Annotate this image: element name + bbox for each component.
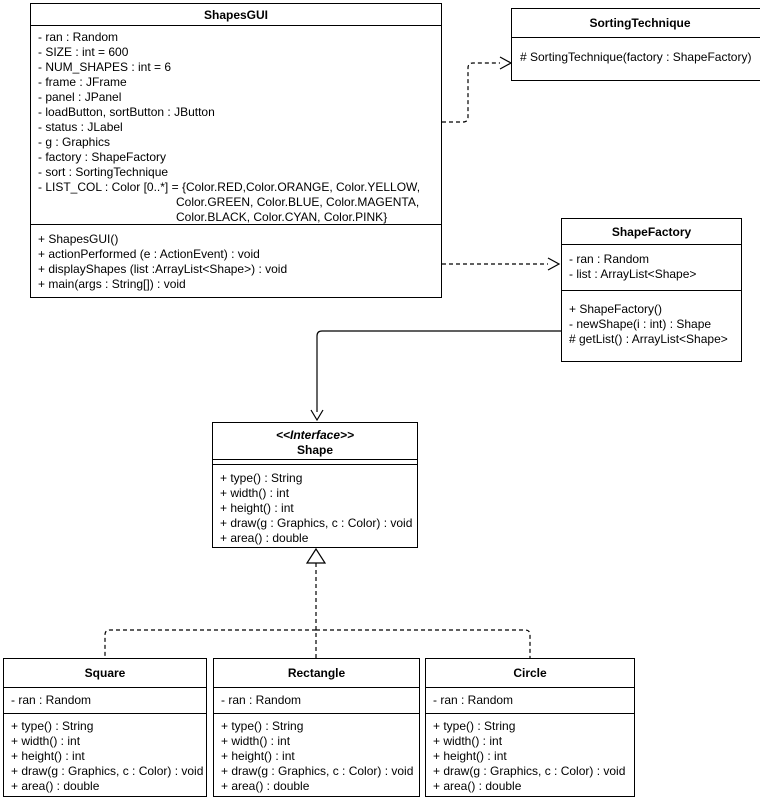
member-line: - SIZE : int = 600 bbox=[38, 45, 129, 59]
member-line: - ran : Random bbox=[38, 30, 119, 44]
member-line: - factory : ShapeFactory bbox=[38, 150, 167, 164]
methods-compartment: + ShapeFactory()- newShape(i : int) : Sh… bbox=[562, 291, 741, 347]
member-line: + draw(g : Graphics, c : Color) : void bbox=[11, 764, 204, 778]
member-line: - LIST_COL : Color [0..*] = {Color.RED,C… bbox=[38, 180, 421, 194]
member-line: + draw(g : Graphics, c : Color) : void bbox=[220, 516, 413, 530]
member-line: + area() : double bbox=[220, 531, 309, 545]
member-line: - loadButton, sortButton : JButton bbox=[38, 105, 215, 119]
member-line: + width() : int bbox=[11, 734, 81, 748]
methods-compartment: + type() : String+ width() : int+ height… bbox=[213, 465, 417, 546]
member-line: + height() : int bbox=[11, 749, 85, 763]
methods-compartment: + type() : String+ width() : int+ height… bbox=[426, 714, 634, 794]
attributes-compartment: - ran : Random bbox=[214, 688, 419, 714]
class-title: Square bbox=[4, 659, 206, 688]
member-line: # getList() : ArrayList<Shape> bbox=[569, 332, 728, 346]
member-line: - frame : JFrame bbox=[38, 75, 127, 89]
class-sortingtechnique[interactable]: SortingTechnique # SortingTechnique(fact… bbox=[511, 8, 760, 81]
member-line: Color.GREEN, Color.BLUE, Color.MAGENTA, bbox=[176, 195, 420, 209]
member-line: + type() : String bbox=[433, 719, 516, 733]
member-line: # SortingTechnique(factory : ShapeFactor… bbox=[520, 50, 752, 64]
member-line: - ran : Random bbox=[433, 693, 514, 707]
member-line: + height() : int bbox=[220, 501, 294, 515]
member-line: Color.BLACK, Color.CYAN, Color.PINK} bbox=[176, 210, 388, 224]
member-line: - ran : Random bbox=[11, 693, 92, 707]
attributes-compartment: - ran : Random bbox=[4, 688, 206, 714]
member-line: + area() : double bbox=[221, 779, 310, 793]
class-title: <<Interface>> Shape bbox=[213, 423, 417, 460]
dependency-arrow-shapesgui-to-shapefactory bbox=[442, 257, 561, 271]
member-line: - ran : Random bbox=[221, 693, 302, 707]
dependency-arrow-shapesgui-to-sortingtechnique bbox=[442, 56, 513, 123]
class-rectangle[interactable]: Rectangle - ran : Random + type() : Stri… bbox=[213, 658, 420, 797]
member-line: + draw(g : Graphics, c : Color) : void bbox=[221, 764, 414, 778]
methods-compartment: + type() : String+ width() : int+ height… bbox=[214, 714, 419, 794]
member-line: + width() : int bbox=[433, 734, 503, 748]
member-line: + width() : int bbox=[221, 734, 291, 748]
member-line: - ran : Random bbox=[569, 252, 650, 266]
methods-compartment: # SortingTechnique(factory : ShapeFactor… bbox=[512, 38, 760, 65]
member-line: + height() : int bbox=[433, 749, 507, 763]
class-title: Rectangle bbox=[214, 659, 419, 688]
interface-shape[interactable]: <<Interface>> Shape + type() : String+ w… bbox=[212, 422, 418, 548]
member-line: - newShape(i : int) : Shape bbox=[569, 317, 712, 331]
class-title: Circle bbox=[426, 659, 634, 688]
member-line: + height() : int bbox=[221, 749, 295, 763]
realization-connector-subclasses-to-shape bbox=[104, 547, 531, 658]
class-shapefactory[interactable]: ShapeFactory - ran : Random- list : Arra… bbox=[561, 218, 742, 362]
empty-attributes-compartment bbox=[213, 460, 417, 465]
class-square[interactable]: Square - ran : Random + type() : String+… bbox=[3, 658, 207, 797]
stereotype-label: <<Interface>> bbox=[275, 428, 355, 442]
attributes-compartment: - ran : Random bbox=[426, 688, 634, 714]
member-line: + type() : String bbox=[220, 471, 303, 485]
class-shapesgui[interactable]: ShapesGUI - ran : Random- SIZE : int = 6… bbox=[30, 3, 442, 298]
member-line: + displayShapes (list :ArrayList<Shape>)… bbox=[38, 262, 288, 276]
class-circle[interactable]: Circle - ran : Random + type() : String+… bbox=[425, 658, 635, 797]
class-title: ShapesGUI bbox=[31, 4, 441, 26]
attributes-compartment: - ran : Random- SIZE : int = 600- NUM_SH… bbox=[31, 26, 441, 225]
member-line: + actionPerformed (e : ActionEvent) : vo… bbox=[38, 247, 260, 261]
member-line: + ShapesGUI() bbox=[38, 232, 119, 246]
member-line: + main(args : String[]) : void bbox=[38, 277, 186, 291]
methods-compartment: + type() : String+ width() : int+ height… bbox=[4, 714, 206, 794]
member-line: + draw(g : Graphics, c : Color) : void bbox=[433, 764, 626, 778]
member-line: - status : JLabel bbox=[38, 120, 123, 134]
member-line: + type() : String bbox=[11, 719, 94, 733]
member-line: + type() : String bbox=[221, 719, 304, 733]
class-title: ShapeFactory bbox=[562, 219, 741, 245]
class-title: SortingTechnique bbox=[512, 9, 760, 38]
member-line: - list : ArrayList<Shape> bbox=[569, 267, 697, 281]
attributes-compartment: - ran : Random- list : ArrayList<Shape> bbox=[562, 245, 741, 291]
member-line: - g : Graphics bbox=[38, 135, 111, 149]
methods-compartment: + ShapesGUI()+ actionPerformed (e : Acti… bbox=[31, 225, 441, 292]
association-arrow-shapefactory-to-shape bbox=[310, 330, 561, 422]
member-line: + area() : double bbox=[433, 779, 522, 793]
interface-name: Shape bbox=[296, 443, 333, 457]
member-line: + ShapeFactory() bbox=[569, 302, 663, 316]
member-line: - sort : SortingTechnique bbox=[38, 165, 169, 179]
member-line: + area() : double bbox=[11, 779, 100, 793]
member-line: + width() : int bbox=[220, 486, 290, 500]
member-line: - NUM_SHAPES : int = 6 bbox=[38, 60, 172, 74]
member-line: - panel : JPanel bbox=[38, 90, 122, 104]
